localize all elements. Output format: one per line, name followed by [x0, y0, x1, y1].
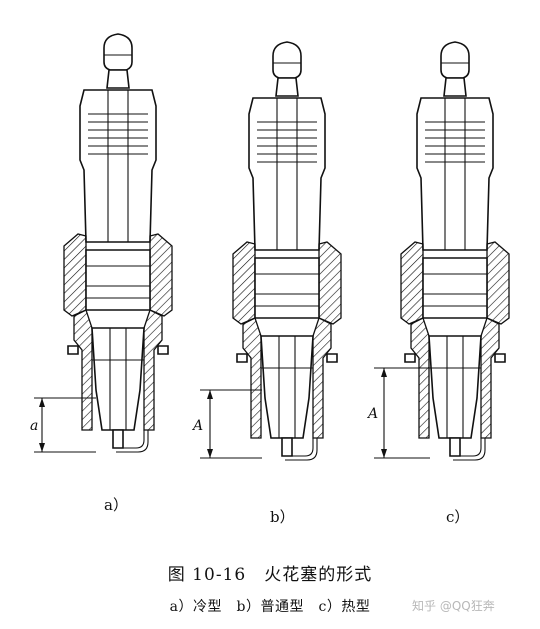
- dimension-c: A: [366, 367, 430, 459]
- dimension-label-c: A: [366, 406, 378, 422]
- dimension-label-b: A: [191, 418, 203, 434]
- dimension-a: a: [30, 397, 96, 453]
- dimension-label-a: a: [30, 418, 38, 434]
- panel-label-b: b）: [270, 508, 295, 526]
- spark-plug-b: [232, 41, 342, 461]
- figure-caption-title: 图 10-16 火花塞的形式: [167, 565, 373, 585]
- spark-plug-a: [63, 33, 173, 453]
- dimension-b: A: [191, 389, 262, 459]
- panel-label-a: a）: [104, 496, 128, 514]
- panel-label-c: c）: [446, 508, 469, 526]
- figure-caption-subtitle: a）冷型 b）普通型 c）热型: [169, 599, 371, 615]
- spark-plug-c: [400, 41, 510, 461]
- watermark: 知乎 @QQ狂奔: [412, 599, 495, 613]
